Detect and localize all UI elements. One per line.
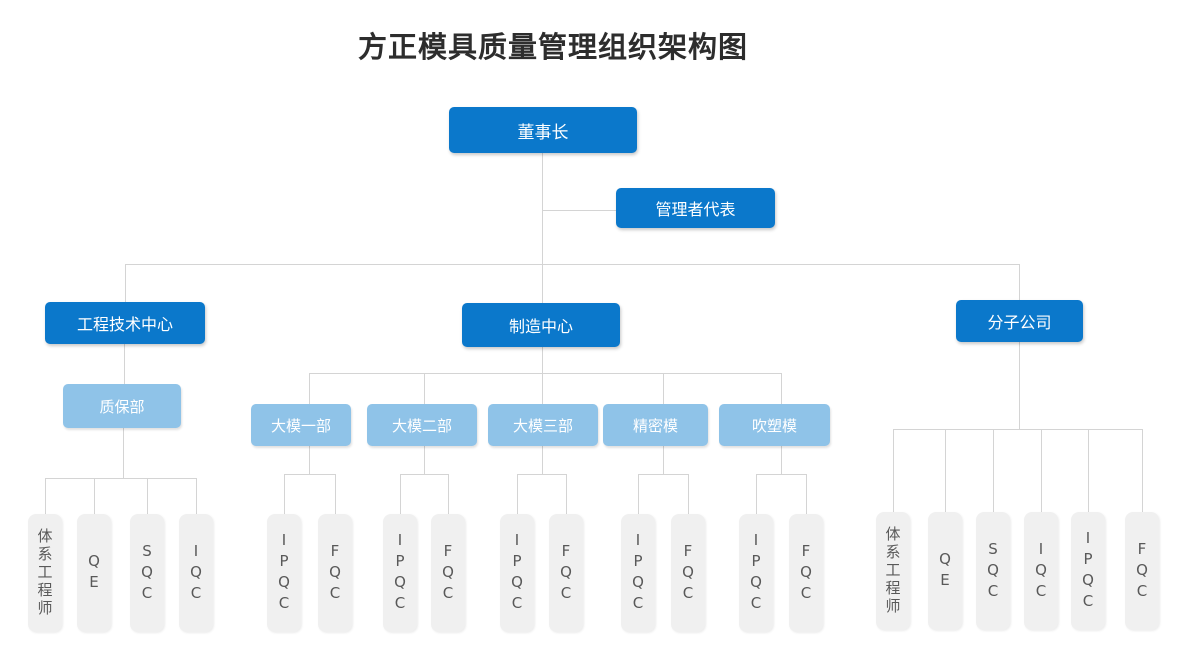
connector-pair-bus: [284, 474, 335, 475]
node-large-mold-2: 大模二部: [367, 404, 477, 446]
leaf-ipqc: IPQC: [621, 514, 655, 632]
node-qa-dept: 质保部: [63, 384, 181, 428]
connector-drop: [893, 429, 894, 514]
connector-root-stem: [542, 153, 543, 303]
connector-drop: [400, 474, 401, 514]
leaf-ipqc: IPQC: [739, 514, 773, 632]
connector-drop: [566, 474, 567, 514]
connector-drop: [1088, 429, 1089, 514]
connector-mfg-stem: [542, 347, 543, 373]
connector-drop: [806, 474, 807, 514]
connector-pair-bus: [638, 474, 688, 475]
leaf-qe: QE: [928, 512, 962, 630]
connector-pair-bus: [517, 474, 566, 475]
connector-sub-stem: [1019, 342, 1020, 429]
leaf-fqc: FQC: [431, 514, 465, 632]
connector-drop: [448, 474, 449, 514]
leaf-ipqc: IPQC: [267, 514, 301, 632]
connector-drop: [638, 474, 639, 514]
connector-drop: [335, 474, 336, 514]
connector-drop: [688, 474, 689, 514]
connector-drop: [993, 429, 994, 514]
connector-staff-link: [542, 210, 616, 211]
leaf-fqc: FQC: [671, 514, 705, 632]
leaf-system-engineer: 体系工程师: [876, 512, 910, 630]
connector-drop: [756, 474, 757, 514]
leaf-iqc: IQC: [179, 514, 213, 632]
leaf-ipqc: IPQC: [1071, 512, 1105, 630]
node-engineering-center: 工程技术中心: [45, 302, 205, 344]
leaf-ipqc: IPQC: [500, 514, 534, 632]
connector-mfg-bus: [309, 373, 781, 374]
node-manufacturing-center: 制造中心: [462, 303, 620, 347]
connector-qa-bus: [45, 478, 196, 479]
leaf-ipqc: IPQC: [383, 514, 417, 632]
connector-drop-sub: [1019, 264, 1020, 300]
node-large-mold-1: 大模一部: [251, 404, 351, 446]
connector-drop: [147, 478, 148, 514]
leaf-sqc: SQC: [976, 512, 1010, 630]
leaf-system-engineer: 体系工程师: [28, 514, 62, 632]
leaf-fqc: FQC: [318, 514, 352, 632]
node-precision-mold: 精密模: [603, 404, 708, 446]
leaf-fqc: FQC: [549, 514, 583, 632]
leaf-qe: QE: [77, 514, 111, 632]
connector-drop-eng: [125, 264, 126, 302]
page-title: 方正模具质量管理组织架构图: [357, 30, 748, 64]
connector-main-bus: [125, 264, 1019, 265]
connector-pair-bus: [400, 474, 448, 475]
connector-drop: [517, 474, 518, 514]
connector-qa-stem: [123, 428, 124, 478]
connector-drop: [1041, 429, 1042, 514]
connector-drop: [45, 478, 46, 514]
connector-drop: [94, 478, 95, 514]
node-blow-mold: 吹塑模: [719, 404, 830, 446]
leaf-fqc: FQC: [1125, 512, 1159, 630]
node-chairman: 董事长: [449, 107, 637, 153]
leaf-fqc: FQC: [789, 514, 823, 632]
node-large-mold-3: 大模三部: [488, 404, 598, 446]
leaf-iqc: IQC: [1024, 512, 1058, 630]
connector-pair-bus: [756, 474, 806, 475]
connector-sub-bus: [893, 429, 1142, 430]
connector-drop: [1142, 429, 1143, 514]
connector-drop: [945, 429, 946, 514]
node-subsidiaries: 分子公司: [956, 300, 1083, 342]
connector-drop: [196, 478, 197, 514]
node-management-representative: 管理者代表: [616, 188, 775, 228]
leaf-sqc: SQC: [130, 514, 164, 632]
connector-eng-qa: [124, 344, 125, 384]
connector-drop: [284, 474, 285, 514]
